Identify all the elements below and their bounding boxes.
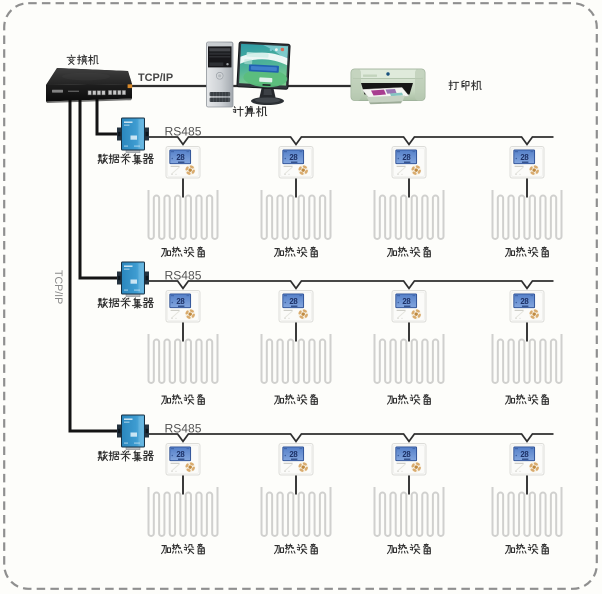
svg-text:RS485: RS485 (165, 124, 202, 138)
svg-text:RS485: RS485 (165, 268, 202, 282)
svg-text:RS485: RS485 (165, 421, 202, 435)
svg-text:TCP/IP: TCP/IP (138, 72, 173, 84)
svg-text:TCP/IP: TCP/IP (52, 270, 64, 304)
